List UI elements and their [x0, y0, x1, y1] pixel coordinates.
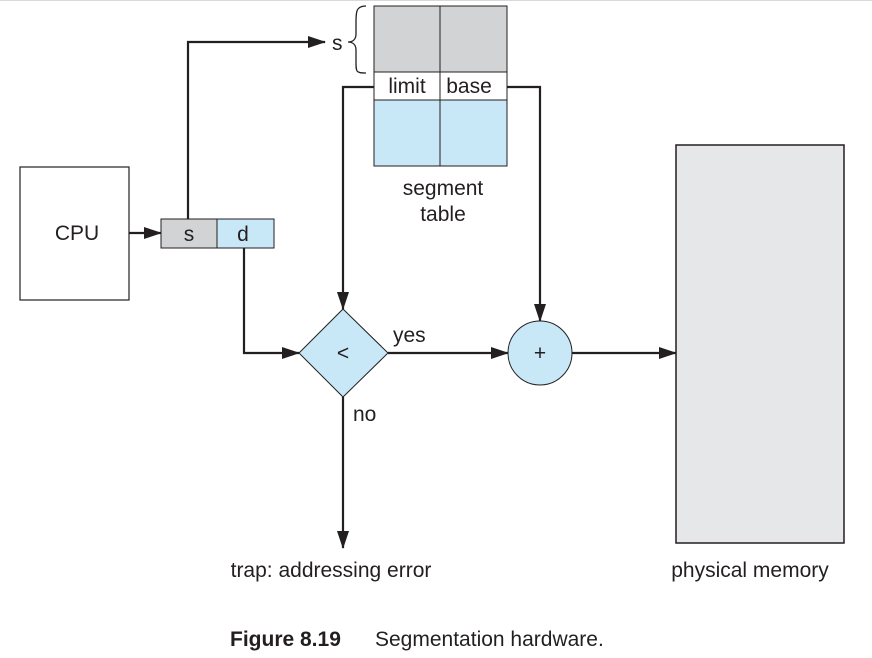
offset-label: d — [237, 223, 249, 246]
no-label: no — [353, 403, 376, 426]
segment-number-cell — [160, 218, 218, 249]
physical-memory-label: physical memory — [671, 559, 829, 582]
figure-caption: Segmentation hardware. — [375, 628, 604, 651]
segment-table-title-line1: segment — [403, 177, 484, 200]
segment-number-label: s — [184, 223, 195, 246]
limit-arrow — [337, 85, 374, 310]
top-border — [0, 0, 872, 1]
adder: + — [507, 320, 573, 386]
physical-memory-box — [675, 144, 845, 544]
trap-label: trap: addressing error — [231, 559, 432, 582]
segment-table-title-line2: table — [420, 203, 466, 226]
cpu-box: CPU — [19, 166, 130, 301]
segment-index-arrow — [186, 36, 326, 219]
base-label: base — [446, 75, 492, 98]
offset-arrow — [242, 248, 300, 359]
base-arrow — [507, 85, 546, 322]
less-than-icon: < — [337, 342, 349, 365]
segment-index-label: s — [332, 32, 343, 55]
segment-table: limit base segment table — [373, 5, 508, 226]
comparator: < — [298, 308, 389, 398]
figure-number: Figure 8.19 — [230, 628, 341, 651]
brace-icon — [347, 5, 367, 74]
yes-label: yes — [393, 324, 426, 347]
plus-icon: + — [534, 342, 546, 365]
offset-cell — [216, 218, 275, 249]
limit-label: limit — [388, 75, 425, 98]
cpu-label: CPU — [55, 222, 99, 245]
logical-address: s d — [160, 218, 275, 249]
